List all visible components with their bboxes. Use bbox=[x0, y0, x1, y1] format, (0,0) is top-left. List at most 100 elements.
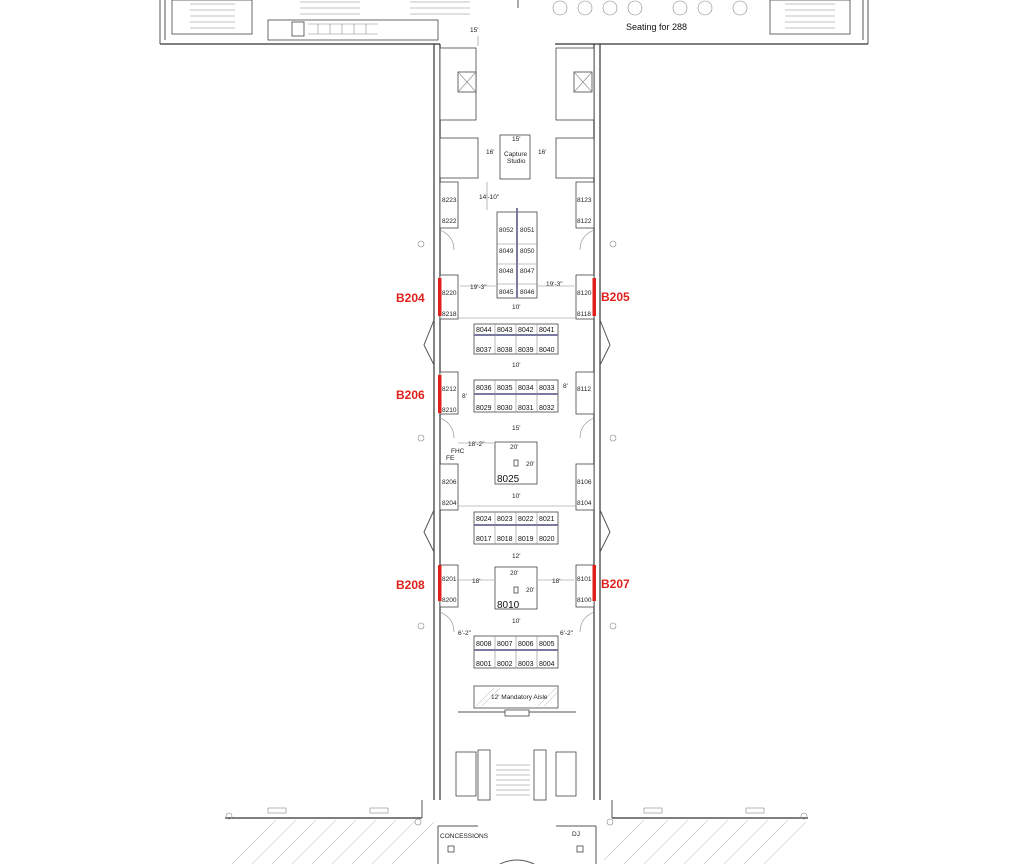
booth-label: 8046 bbox=[520, 289, 535, 296]
highlight-label-b206[interactable]: B206 bbox=[396, 388, 425, 402]
highlight-label-b205[interactable]: B205 bbox=[601, 290, 630, 304]
dim-label: 8' bbox=[563, 383, 568, 390]
room-label-left: 8218 bbox=[442, 311, 457, 318]
booth-label: 8050 bbox=[520, 248, 535, 255]
room-label-right: 8123 bbox=[577, 197, 592, 204]
booth-label: 8004 bbox=[539, 661, 555, 668]
booth-label: 8025 bbox=[497, 474, 520, 485]
booth-label: 8002 bbox=[497, 661, 513, 668]
highlight-label-b204[interactable]: B204 bbox=[396, 291, 425, 305]
dim-label: 12' bbox=[512, 553, 520, 560]
booth-label: 8048 bbox=[499, 268, 514, 275]
room-label-left: 8222 bbox=[442, 218, 457, 225]
booth-label: 8008 bbox=[476, 641, 492, 648]
highlight-label-b207[interactable]: B207 bbox=[601, 577, 630, 591]
room-label-right: 8112 bbox=[577, 386, 591, 393]
room-label-right: 8122 bbox=[577, 218, 592, 225]
booth-label: 8039 bbox=[518, 347, 534, 354]
dim-label: 10' bbox=[512, 362, 520, 369]
room-label-left: 8201 bbox=[442, 576, 457, 583]
dim-label: 6'-2" bbox=[560, 630, 574, 637]
booth-block-top: 8052 8051 8049 8050 8048 8047 8045 8046 … bbox=[460, 182, 574, 311]
dim-label: FHC bbox=[451, 448, 465, 455]
booth-label: 8005 bbox=[539, 641, 555, 648]
room-label-left: 8204 bbox=[442, 500, 457, 507]
dim-label: 8' bbox=[462, 393, 467, 400]
studio-dim-right: 16' bbox=[538, 149, 546, 156]
dim-label: 19'-3" bbox=[546, 281, 563, 288]
room-label-left: 8206 bbox=[442, 479, 457, 486]
highlight-label-b208[interactable]: B208 bbox=[396, 578, 425, 592]
corridor-walls bbox=[417, 44, 617, 800]
booth-label: 8029 bbox=[476, 405, 492, 412]
booth-label: 8037 bbox=[476, 347, 492, 354]
room-label-right: 8101 bbox=[577, 576, 592, 583]
room-label-right: 8104 bbox=[577, 500, 592, 507]
studio-label-1: Capture bbox=[504, 151, 528, 158]
highlight-bar-b208 bbox=[438, 565, 442, 601]
booth-label: 8041 bbox=[539, 327, 555, 334]
dim-label: 20' bbox=[526, 461, 534, 468]
room-label-right: 8100 bbox=[577, 597, 592, 604]
highlight-bar-b207 bbox=[592, 565, 596, 601]
dim-top: 15' bbox=[470, 27, 478, 34]
booth-row-4: 8008 8007 8006 8005 8001 8002 8003 8004 … bbox=[458, 630, 574, 669]
booth-label: 8038 bbox=[497, 347, 513, 354]
booth-label: 8034 bbox=[518, 385, 534, 392]
highlight-bar-b205 bbox=[592, 278, 596, 316]
booth-8025: 20' 20' 8025 18'-2" FHC FE 10' bbox=[446, 441, 538, 500]
dim-label: 20' bbox=[510, 444, 518, 451]
booth-label: 8036 bbox=[476, 385, 492, 392]
room-label-right: 8120 bbox=[577, 290, 592, 297]
capture-studio: 15' Capture Studio 16' 16' bbox=[486, 134, 546, 180]
dim-label: 20' bbox=[526, 587, 534, 594]
dim-label: 19'-3" bbox=[470, 284, 487, 291]
booth-label: 8023 bbox=[497, 516, 513, 523]
booth-label: 8017 bbox=[476, 536, 492, 543]
booth-label: 8001 bbox=[476, 661, 492, 668]
seating-label: Seating for 288 bbox=[626, 22, 687, 32]
highlight-bar-b206 bbox=[438, 375, 442, 413]
room-label-right: 8106 bbox=[577, 479, 592, 486]
concessions-label: CONCESSIONS bbox=[440, 833, 489, 840]
highlight-bar-b204 bbox=[438, 278, 442, 316]
room-label-left: 8212 bbox=[442, 386, 457, 393]
lower-hall: CONCESSIONS DJ bbox=[225, 800, 808, 864]
booth-label: 8006 bbox=[518, 641, 534, 648]
booth-row-2: 8036 8035 8034 8033 8029 8030 8031 8032 … bbox=[462, 379, 568, 432]
booth-label: 8007 bbox=[497, 641, 513, 648]
booth-label: 8021 bbox=[539, 516, 555, 523]
booth-label: 8044 bbox=[476, 327, 492, 334]
booth-label: 8043 bbox=[497, 327, 513, 334]
booth-8010: 20' 20' 8010 18' 18' 10' bbox=[458, 566, 574, 625]
booth-label: 8018 bbox=[497, 536, 513, 543]
booth-label: 8031 bbox=[518, 405, 534, 412]
booth-label: 8035 bbox=[497, 385, 513, 392]
dim-label: 10' bbox=[512, 618, 520, 625]
booth-label: 8033 bbox=[539, 385, 555, 392]
booth-label: 8032 bbox=[539, 405, 555, 412]
dim-label: 10' bbox=[512, 304, 520, 311]
booth-label: 8003 bbox=[518, 661, 534, 668]
dim-label: 14'-10" bbox=[479, 194, 500, 201]
booth-label: 8022 bbox=[518, 516, 534, 523]
dim-label: 15' bbox=[512, 425, 520, 432]
dim-label: 6'-2" bbox=[458, 630, 472, 637]
dim-label: 18' bbox=[472, 578, 480, 585]
aisle-label: 12' Mandatory Aisle bbox=[491, 694, 548, 701]
room-label-left: 8223 bbox=[442, 197, 457, 204]
wall-rooms: 8223 8222 8220 8218 8212 8210 8206 8204 … bbox=[439, 181, 595, 608]
entrance-area: 12' Mandatory Aisle bbox=[455, 685, 577, 801]
dim-label: 18'-2" bbox=[468, 441, 485, 448]
booth-row-1: 8044 8043 8042 8041 8037 8038 8039 8040 … bbox=[458, 317, 576, 369]
dj-label: DJ bbox=[572, 831, 580, 838]
booth-label: 8045 bbox=[499, 289, 514, 296]
booth-label: 8010 bbox=[497, 600, 520, 611]
dim-label: 18' bbox=[552, 578, 560, 585]
booth-label: 8042 bbox=[518, 327, 534, 334]
booth-label: 8047 bbox=[520, 268, 535, 275]
booth-label: 8020 bbox=[539, 536, 555, 543]
dim-label: 10' bbox=[512, 493, 520, 500]
booth-label: 8040 bbox=[539, 347, 555, 354]
room-label-left: 8210 bbox=[442, 407, 457, 414]
